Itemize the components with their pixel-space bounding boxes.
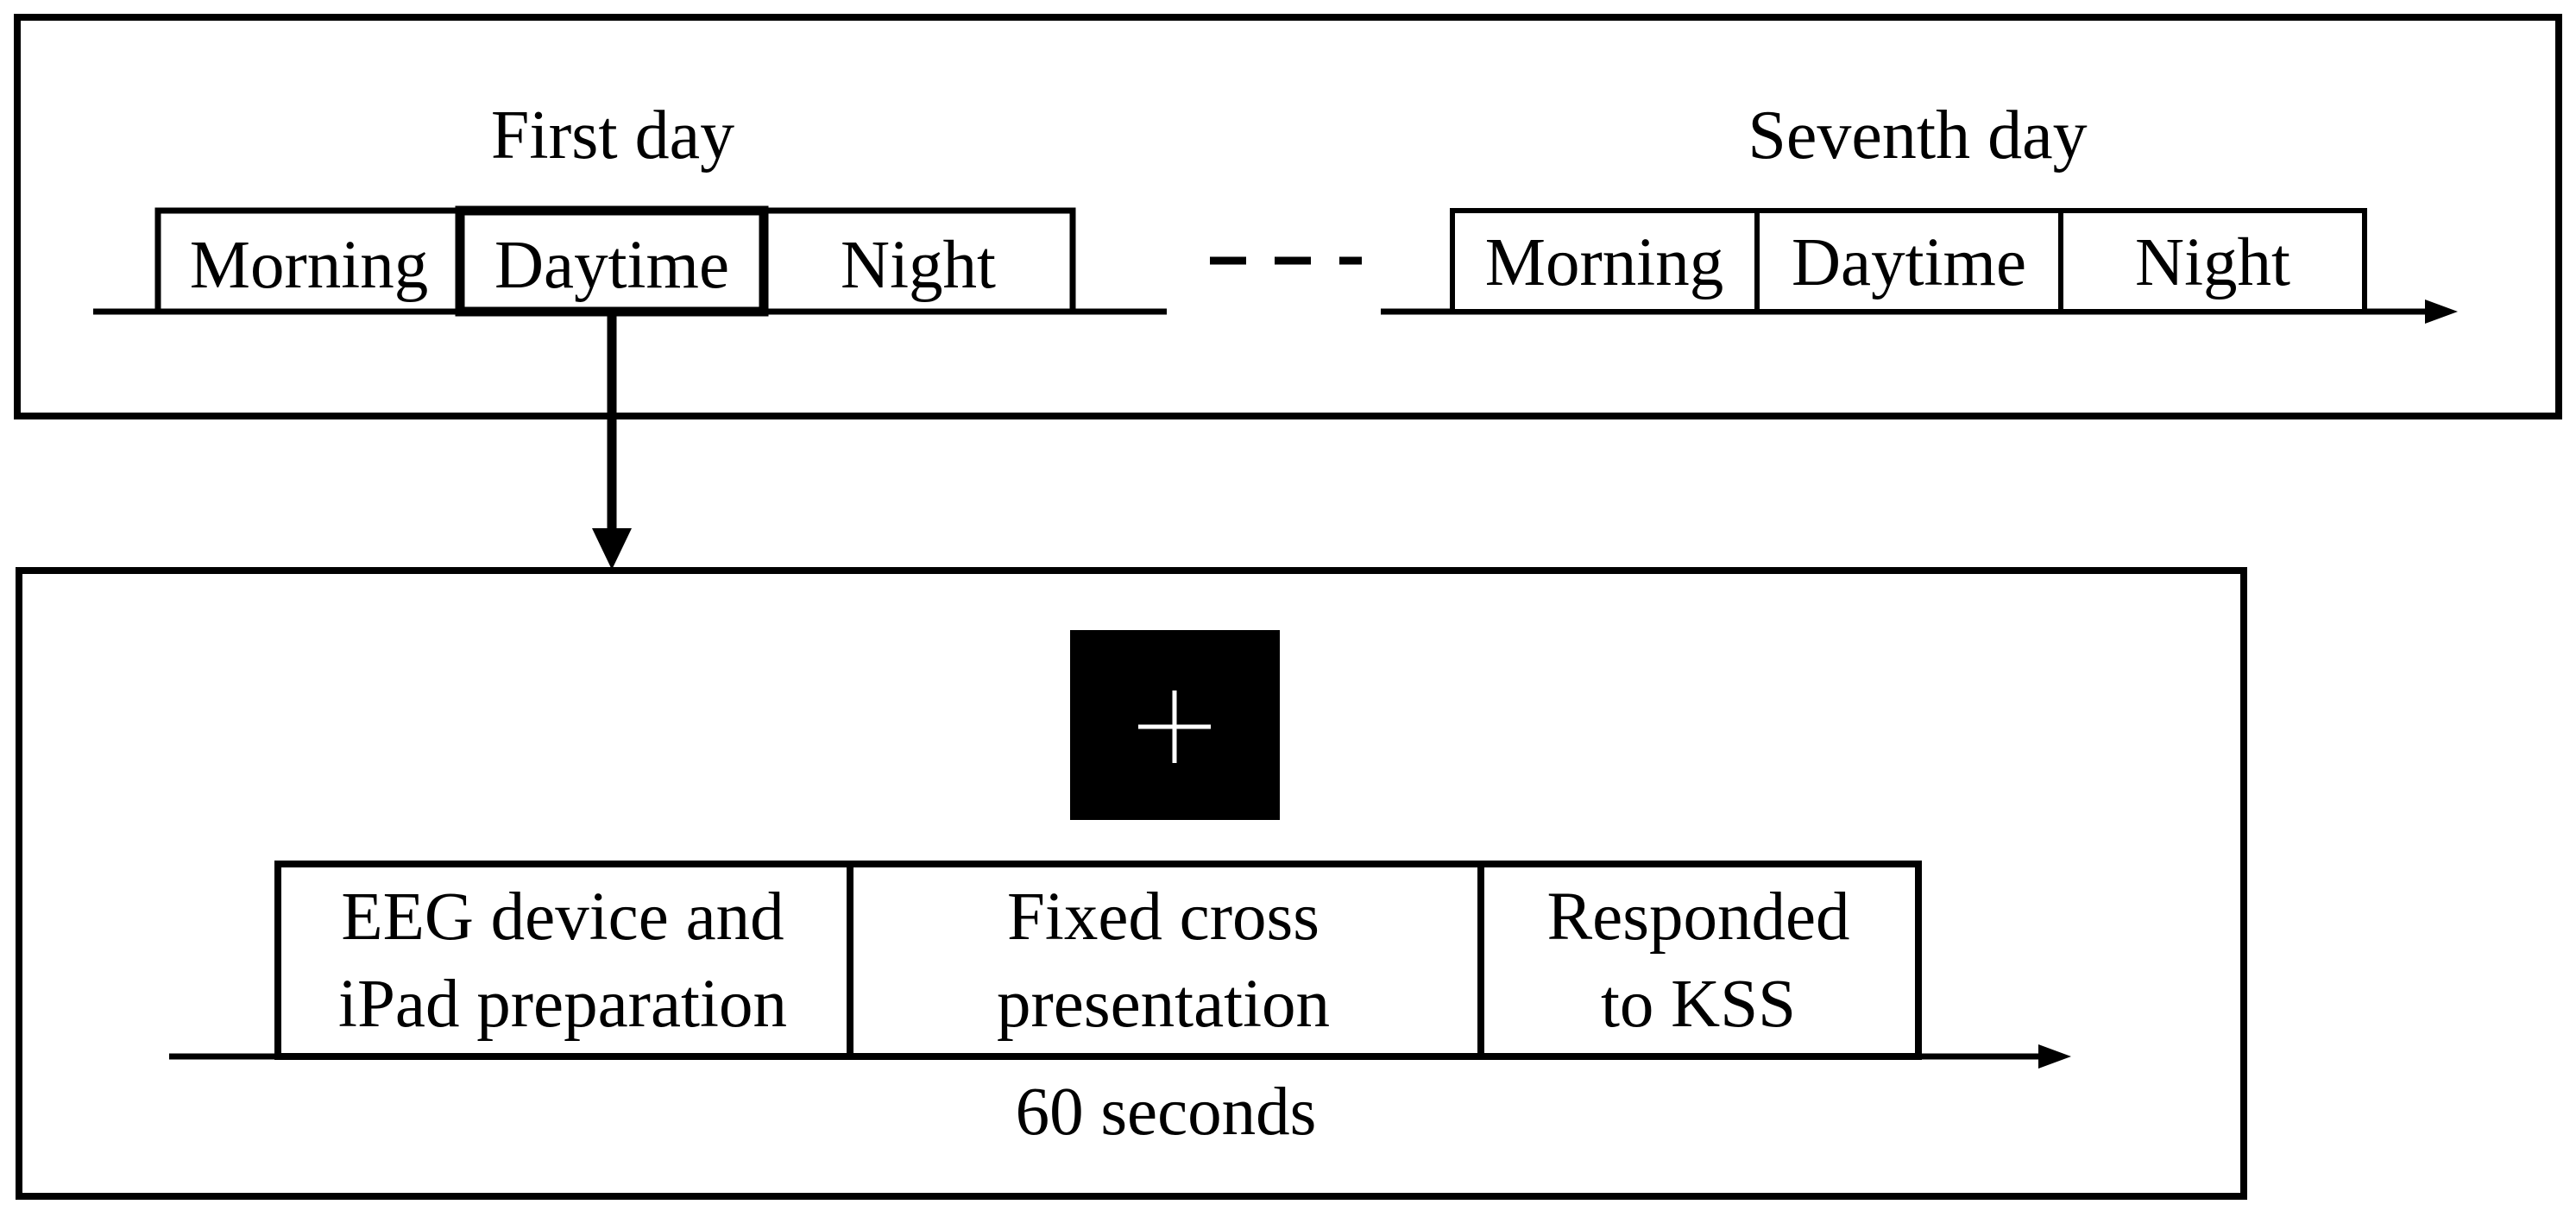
step-fixed-cross-line1: Fixed cross — [1007, 880, 1319, 955]
step-fixed-cross-box — [847, 861, 1484, 1060]
first-day-morning-box — [154, 207, 463, 315]
top-panel-frame — [14, 14, 2562, 419]
step-kss-line1: Responded — [1546, 880, 1849, 955]
seventh-day-title: Seventh day — [1748, 98, 2087, 173]
zoom-connector-arrowhead — [592, 528, 632, 570]
fixation-cross-icon — [1138, 690, 1211, 763]
seventh-day-daytime-label: Daytime — [1792, 225, 2026, 300]
seventh-day-morning-label: Morning — [1485, 225, 1724, 300]
first-day-night-label: Night — [841, 228, 996, 303]
seventh-day-daytime-box — [1754, 208, 2063, 314]
duration-label: 60 seconds — [1016, 1075, 1317, 1150]
step-kss-box — [1477, 861, 1922, 1060]
step-eeg-preparation-line2: iPad preparation — [338, 967, 787, 1042]
first-day-daytime-label: Daytime — [494, 228, 729, 303]
seventh-day-night-label: Night — [2135, 225, 2290, 300]
step-fixed-cross-line2: presentation — [997, 967, 1330, 1042]
seventh-day-night-box — [2058, 208, 2367, 314]
procedure-arrowhead — [2038, 1044, 2071, 1069]
step-eeg-preparation-box — [274, 861, 853, 1060]
first-day-title: First day — [491, 98, 734, 173]
step-eeg-preparation-line1: EEG device and — [341, 880, 784, 955]
bottom-panel-frame — [16, 567, 2247, 1200]
first-day-morning-label: Morning — [190, 228, 429, 303]
seventh-day-arrowhead — [2425, 300, 2458, 324]
step-kss-line2: to KSS — [1601, 967, 1796, 1042]
first-day-daytime-box — [455, 205, 769, 317]
